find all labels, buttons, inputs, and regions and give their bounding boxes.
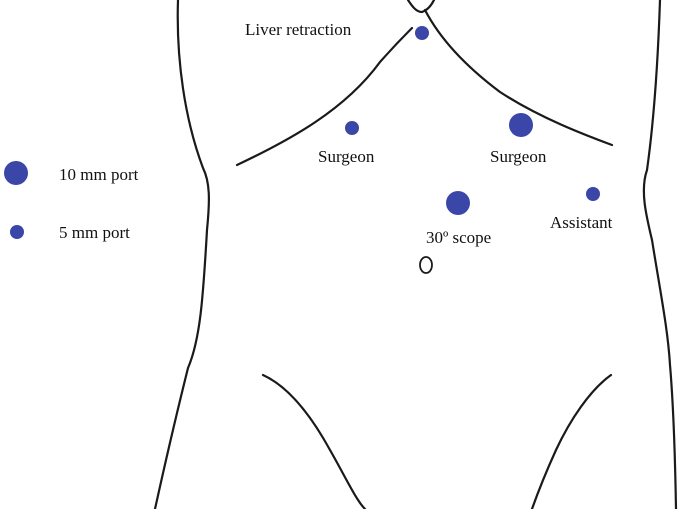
label-surgeon-left: Surgeon xyxy=(318,147,375,166)
port-liver-retraction xyxy=(415,26,429,40)
ports xyxy=(345,26,600,215)
label-liver-retraction: Liver retraction xyxy=(245,20,352,39)
xiphoid-notch xyxy=(406,0,436,14)
legend-10mm-label: 10 mm port xyxy=(59,165,139,184)
port-labels: Liver retraction Surgeon Surgeon 30º sco… xyxy=(245,20,613,247)
legend-10mm-marker xyxy=(4,161,28,185)
left-inguinal-line xyxy=(261,373,367,509)
legend-5mm-label: 5 mm port xyxy=(59,223,130,242)
label-assistant: Assistant xyxy=(550,213,613,232)
label-30-scope: 30º scope xyxy=(426,228,491,247)
left-costal-margin xyxy=(235,26,414,167)
port-surgeon-right xyxy=(509,113,533,137)
umbilicus-outline xyxy=(419,256,433,274)
port-surgeon-left xyxy=(345,121,359,135)
torso-left-side xyxy=(153,0,210,509)
right-inguinal-line xyxy=(530,373,613,509)
torso-outline xyxy=(153,0,678,509)
legend-5mm-marker xyxy=(10,225,24,239)
port-assistant xyxy=(586,187,600,201)
port-30-scope xyxy=(446,191,470,215)
right-costal-margin xyxy=(423,8,614,147)
legend: 10 mm port 5 mm port xyxy=(4,161,139,242)
torso-right-side xyxy=(642,0,678,509)
label-surgeon-right: Surgeon xyxy=(490,147,547,166)
